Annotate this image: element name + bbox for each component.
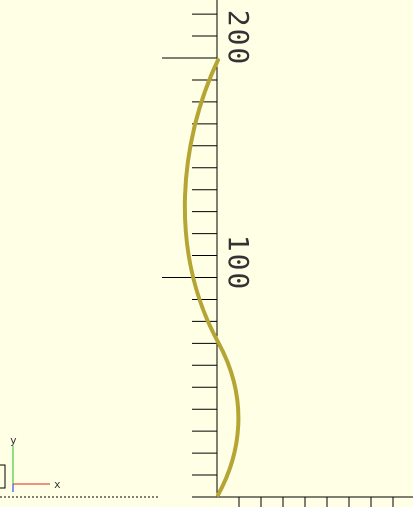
axis-y-label: y <box>10 434 17 447</box>
gizmo-box-fragment <box>0 464 6 489</box>
ruler-label-100: 100 <box>222 235 255 292</box>
horizontal-ruler <box>217 496 413 507</box>
spline-curve[interactable] <box>182 58 241 497</box>
svg-text:200: 200 <box>222 10 255 67</box>
axes-gizmo: x y <box>0 434 61 492</box>
axis-x-label: x <box>54 478 61 491</box>
svg-text:100: 100 <box>222 235 255 292</box>
ruler-label-200: 200 <box>222 10 255 67</box>
vertical-ruler <box>162 0 218 498</box>
